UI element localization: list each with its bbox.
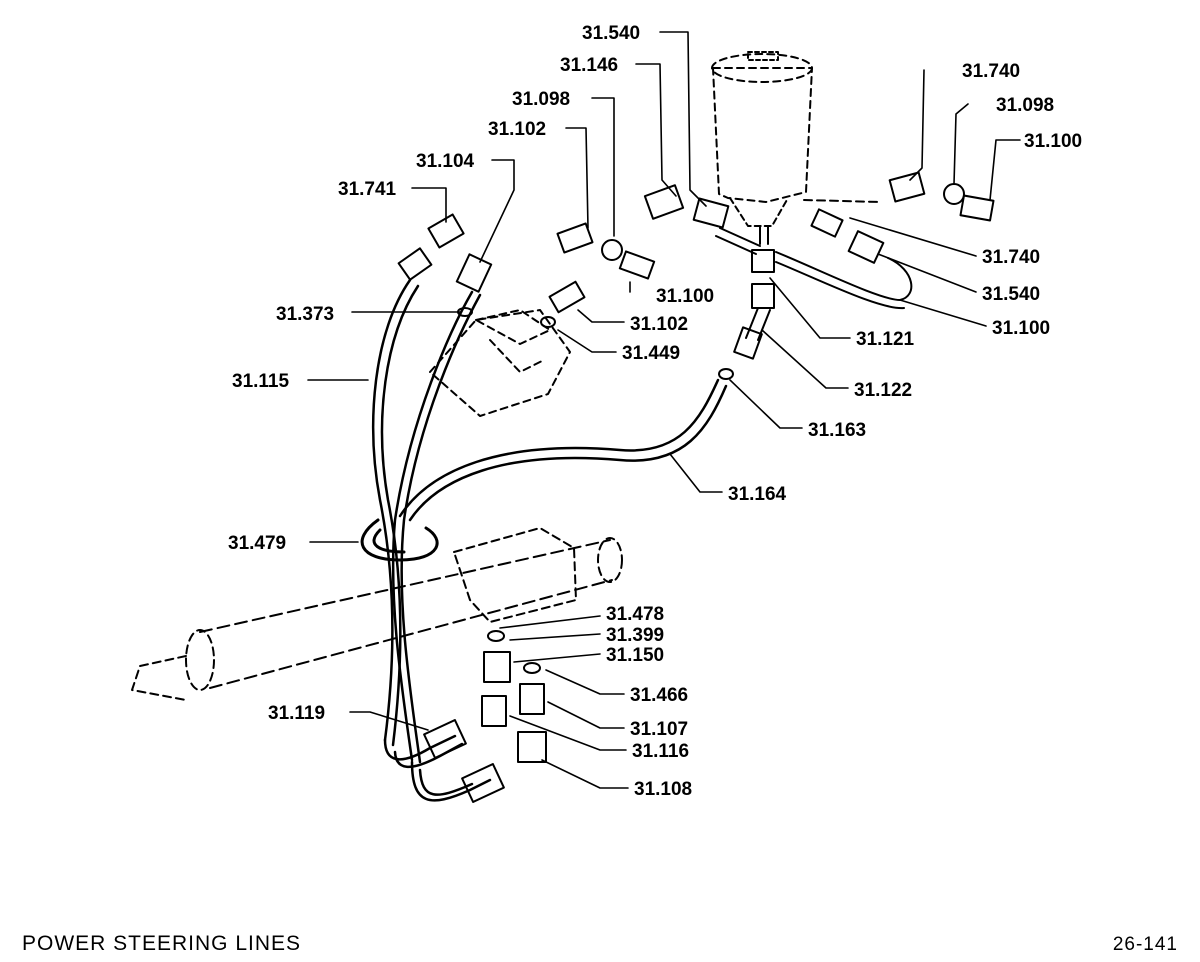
hose-clamp <box>360 518 439 562</box>
callout-31-122: 31.122 <box>854 380 912 401</box>
callout-31-108: 31.108 <box>634 779 692 800</box>
callout-31-399: 31.399 <box>606 625 664 646</box>
return-hose <box>398 378 728 522</box>
callout-31-100-left: 31.100 <box>656 286 714 307</box>
callout-labels: 31.540 31.146 31.098 31.102 31.104 31.74… <box>228 23 1082 800</box>
callout-31-449: 31.449 <box>622 343 680 364</box>
steering-cylinder <box>131 527 623 701</box>
reservoir-tank <box>711 51 813 245</box>
callout-31-146: 31.146 <box>560 55 618 76</box>
leader-lines <box>307 31 1021 789</box>
callout-31-115: 31.115 <box>232 371 289 392</box>
callout-31-163: 31.163 <box>808 420 866 441</box>
callout-31-116: 31.116 <box>632 741 689 762</box>
pump-body <box>429 309 571 417</box>
callout-31-740-top: 31.740 <box>962 61 1020 82</box>
callout-31-540-mid: 31.540 <box>982 284 1040 305</box>
callout-31-102-low: 31.102 <box>630 314 688 335</box>
callout-31-098-left: 31.098 <box>512 89 570 110</box>
fittings <box>397 171 995 803</box>
pressure-hose <box>372 278 482 764</box>
callout-31-150: 31.150 <box>606 645 664 666</box>
callout-31-741: 31.741 <box>338 179 397 200</box>
callout-31-107: 31.107 <box>630 719 688 740</box>
callout-31-479: 31.479 <box>228 533 286 554</box>
callout-31-098-right: 31.098 <box>996 95 1054 116</box>
callout-31-119: 31.119 <box>268 703 325 724</box>
callout-31-466: 31.466 <box>630 685 688 706</box>
callout-31-740-mid: 31.740 <box>982 247 1040 268</box>
callout-31-100-mid: 31.100 <box>992 318 1050 339</box>
callout-31-373: 31.373 <box>276 304 334 325</box>
callout-31-540-top: 31.540 <box>582 23 640 44</box>
lower-tubes <box>383 734 492 802</box>
figure-caption: POWER STEERING LINES <box>22 932 302 955</box>
page-number: 26-141 <box>1112 934 1178 955</box>
callout-31-164: 31.164 <box>728 484 787 505</box>
callout-31-478: 31.478 <box>606 604 664 625</box>
callout-31-104: 31.104 <box>416 151 475 172</box>
callout-31-121: 31.121 <box>856 329 915 350</box>
callout-31-102-top: 31.102 <box>488 119 546 140</box>
callout-31-100-top: 31.100 <box>1024 131 1082 152</box>
